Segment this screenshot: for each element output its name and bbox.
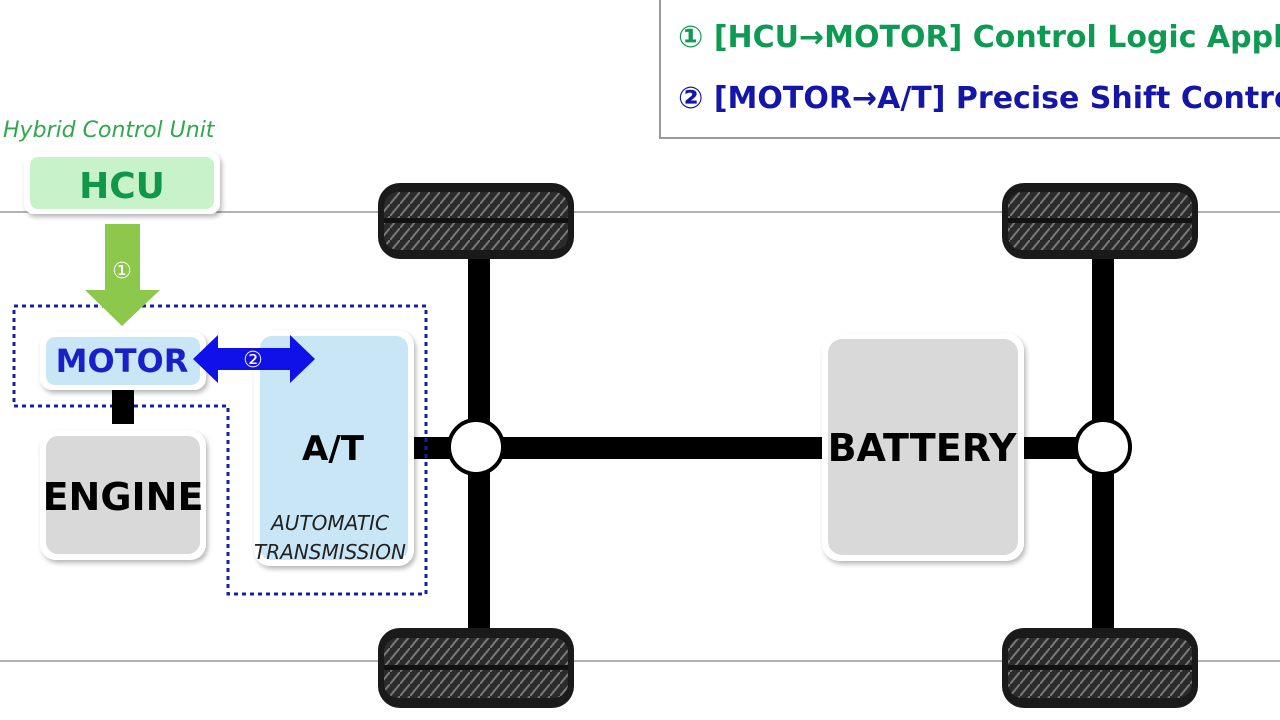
rear-differential (1074, 418, 1132, 476)
integrated-unit-boundary (12, 304, 428, 596)
engine-box: ENGINE (40, 430, 206, 560)
tire-rear-right (1002, 628, 1198, 708)
tire-front-left (378, 183, 574, 259)
arrow1-badge: ① (112, 259, 132, 284)
arrow-hcu-to-motor: ① (85, 224, 160, 326)
transmission-box: A/T AUTOMATIC TRANSMISSION (254, 330, 414, 566)
transmission-caption-2: TRANSMISSION (254, 540, 406, 564)
tire-rear-left (1002, 183, 1198, 259)
hcu-label: HCU (79, 166, 165, 207)
hcu-box: HCU (24, 152, 220, 214)
front-differential (447, 418, 505, 476)
transmission-label: A/T (302, 429, 365, 469)
engine-label: ENGINE (43, 475, 204, 519)
arrow-motor-to-transmission: ② (193, 335, 315, 383)
motor-box: MOTOR (40, 332, 206, 390)
legend-line-1: ① [HCU→MOTOR] Control Logic Appli (678, 20, 1280, 55)
arrow2-badge: ② (243, 348, 263, 373)
motor-label: MOTOR (56, 342, 189, 380)
battery-label: BATTERY (828, 426, 1017, 470)
battery-box: BATTERY (822, 333, 1024, 561)
tire-front-right (378, 628, 574, 708)
legend-box: ① [HCU→MOTOR] Control Logic Appli ② [MOT… (659, 0, 1280, 139)
arrow-down-icon (85, 224, 160, 326)
legend-line-2: ② [MOTOR→A/T] Precise Shift Contro (678, 81, 1280, 116)
transmission-caption-1: AUTOMATIC (269, 511, 389, 535)
motor-engine-link (112, 386, 134, 424)
double-arrow-icon (193, 335, 315, 383)
hcu-caption: Hybrid Control Unit (3, 118, 216, 143)
